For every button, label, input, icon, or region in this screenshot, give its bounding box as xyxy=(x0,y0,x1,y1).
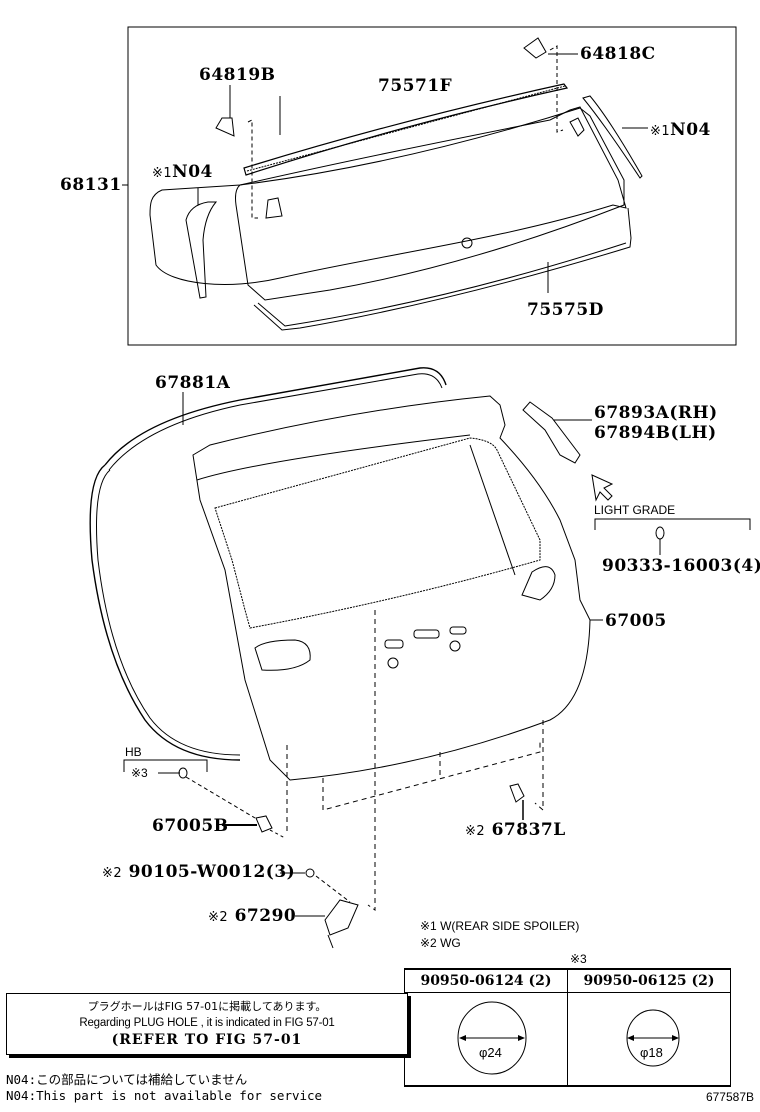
plug-col-header[interactable]: 90950-06124 (2) xyxy=(404,968,568,993)
plug-diameter: φ18 xyxy=(640,1045,663,1060)
legend-item-2: ※2 WG xyxy=(420,936,461,950)
part-label-n04-right[interactable]: ※1N04 xyxy=(650,120,711,140)
hb-label: HB xyxy=(125,745,142,759)
n04-note-jp: N04:この部品については補給していません xyxy=(6,1072,248,1087)
note-en: Regarding PLUG HOLE , it is indicated in… xyxy=(79,1017,335,1029)
part-label-67837l[interactable]: ※2 67837L xyxy=(465,820,566,840)
part-label-90333-16003[interactable]: 90333-16003(4) xyxy=(602,556,760,576)
part-label-67005b[interactable]: 67005B xyxy=(152,816,229,836)
plug-table-mark: ※3 xyxy=(570,952,587,966)
plug-col-header[interactable]: 90950-06125 (2) xyxy=(567,968,731,993)
part-label-64819b[interactable]: 64819B xyxy=(199,65,276,85)
part-label-67881a[interactable]: 67881A xyxy=(155,373,231,393)
part-label-64818c[interactable]: 64818C xyxy=(580,44,656,64)
plug-cell: φ18 xyxy=(567,992,731,1087)
figure-id: 677587B xyxy=(705,1090,754,1104)
plug-18-circle-icon xyxy=(626,1009,680,1067)
part-label-67893a-rh[interactable]: 67893A(RH) xyxy=(594,403,718,423)
plug-table: 90950-06124 (2) 90950-06125 (2) φ24 φ18 xyxy=(404,968,731,1087)
part-label-75571f[interactable]: 75571F xyxy=(378,76,453,96)
note-mark: ※1 xyxy=(152,166,173,181)
light-grade-label: LIGHT GRADE xyxy=(594,503,676,517)
spoiler-body xyxy=(149,106,627,285)
part-label-75575d[interactable]: 75575D xyxy=(527,300,604,320)
note-mark: ※1 xyxy=(650,124,671,139)
plug-cell: φ24 xyxy=(404,992,568,1087)
part-label-67894b-lh[interactable]: 67894B(LH) xyxy=(594,423,717,443)
plug-diameter: φ24 xyxy=(479,1045,502,1060)
part-label-68131[interactable]: 68131 xyxy=(60,175,122,195)
legend-item-1: ※1 W(REAR SIDE SPOILER) xyxy=(420,919,580,933)
upper-group-frame xyxy=(127,26,737,346)
part-label-90105-w0012[interactable]: ※2 90105-W0012(3) xyxy=(102,862,296,882)
n04-note-en: N04:This part is not available for servi… xyxy=(6,1088,323,1103)
part-label-67005[interactable]: 67005 xyxy=(605,611,667,631)
note-jp: プラグホールはFIG 57-01に掲載してあります。 xyxy=(87,1000,327,1013)
part-label-n04-left[interactable]: ※1N04 xyxy=(152,162,213,182)
refer-fig-link[interactable]: (REFER TO FIG 57-01 xyxy=(111,1032,303,1048)
plug-24-circle-icon xyxy=(457,1001,527,1075)
plug-hole-note-box: プラグホールはFIG 57-01に掲載してあります。 Regarding PLU… xyxy=(6,993,408,1055)
part-label-67290[interactable]: ※2 67290 xyxy=(208,906,297,926)
hb-note-mark: ※3 xyxy=(131,766,148,780)
